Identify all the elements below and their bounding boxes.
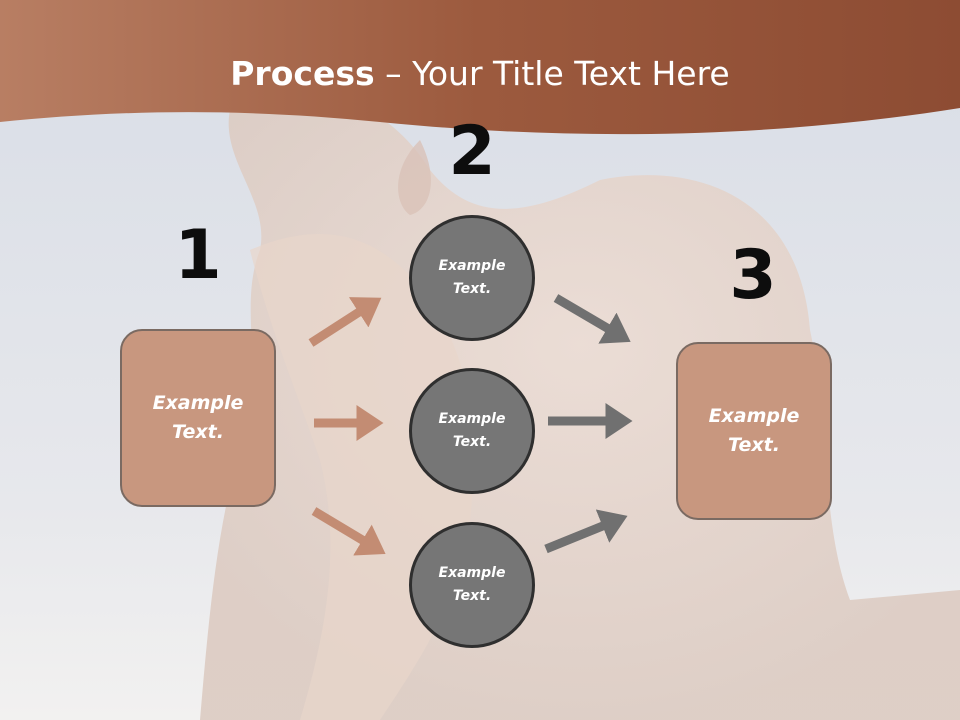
- arrow-2a-to-3: [553, 294, 631, 344]
- step-2-label-bottom: Example Text.: [438, 565, 506, 604]
- step-1-number: 1: [174, 216, 222, 295]
- step-3-number: 3: [729, 236, 777, 315]
- arrow-1-to-2c: [311, 507, 386, 556]
- title-rest: – Your Title Text Here: [374, 54, 730, 93]
- step-1-box: Example Text.: [120, 329, 276, 507]
- step-3-label: Example Text.: [708, 405, 800, 456]
- step-2-label-middle: Example Text.: [438, 411, 506, 450]
- title-bold: Process: [230, 54, 375, 93]
- arrow-2c-to-3: [544, 509, 628, 554]
- step-2-number: 2: [448, 112, 496, 191]
- step-2-label-top: Example Text.: [438, 258, 506, 297]
- step-2-circle-bottom: Example Text.: [409, 522, 535, 648]
- step-2-circle-middle: Example Text.: [409, 368, 535, 494]
- slide-title: Process – Your Title Text Here: [0, 52, 960, 96]
- step-2-circle-top: Example Text.: [409, 215, 535, 341]
- step-1-label: Example Text.: [152, 392, 244, 443]
- arrow-1-to-2a: [308, 297, 382, 347]
- step-3-box: Example Text.: [676, 342, 832, 520]
